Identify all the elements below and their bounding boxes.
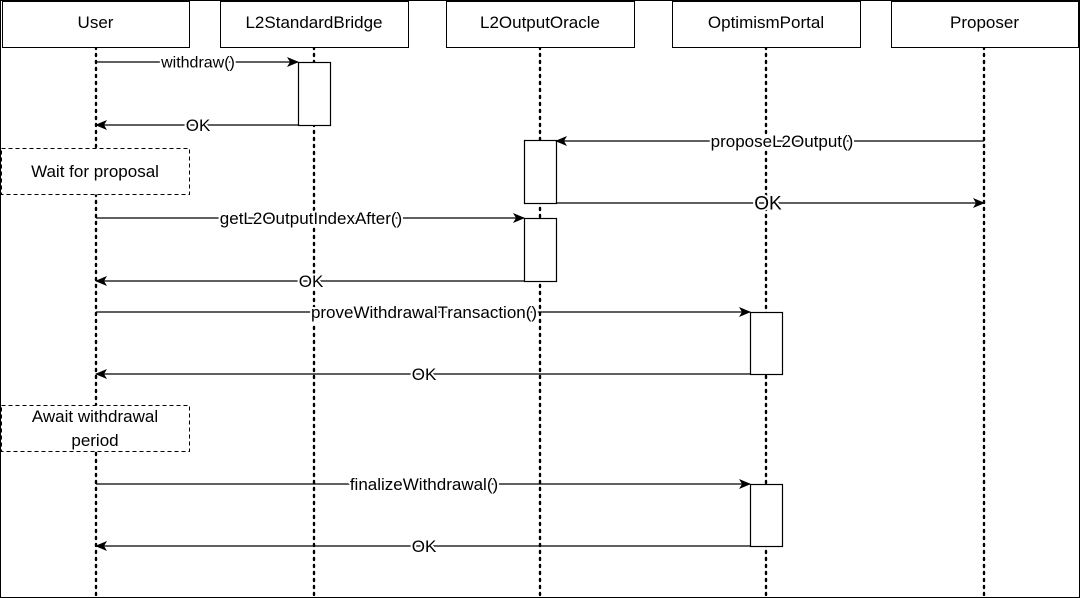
note-text: Wait for proposal — [31, 162, 159, 181]
participant-label: L2StandardBridge — [245, 13, 382, 32]
message-propose-call: proposeL2Output() — [555, 130, 984, 153]
note-text: period — [71, 431, 118, 450]
message-label: withdraw() — [160, 55, 235, 72]
message-label: OK — [186, 116, 211, 135]
activation-box-oracle — [523, 217, 558, 283]
participant-portal[interactable]: OptimismPortal — [672, 1, 861, 48]
message-label: finalizeWithdrawal() — [350, 475, 498, 494]
participant-user[interactable]: User — [2, 1, 190, 48]
message-label: getL2OutputIndexAfter() — [220, 209, 402, 228]
message-prove-call: proveWithdrawalTransaction() — [96, 301, 751, 324]
message-label: OK — [412, 365, 437, 384]
participant-label: User — [78, 13, 114, 32]
message-withdraw-call: withdraw() — [96, 53, 299, 74]
note-text: Await withdrawal — [32, 407, 158, 426]
participant-label: L2OutputOracle — [480, 13, 600, 32]
participant-box — [446, 1, 635, 48]
message-finalize-call: finalizeWithdrawal() — [96, 473, 751, 496]
participant-box — [2, 1, 190, 48]
note-wait-proposal: Wait for proposal — [1, 148, 190, 195]
message-label: OK — [299, 272, 324, 291]
message-getindex-return: OK — [95, 270, 524, 293]
activation-box-portal — [749, 483, 784, 548]
note-box — [1, 405, 190, 452]
activation-box-bridge — [297, 61, 332, 127]
activation-box-oracle — [523, 139, 558, 205]
message-label: proposeL2Output() — [711, 132, 854, 151]
participant-oracle[interactable]: L2OutputOracle — [446, 1, 635, 48]
activation-box-portal — [749, 311, 784, 376]
note-await-period: Await withdrawal period — [1, 405, 190, 452]
participant-box — [672, 1, 861, 48]
message-getindex-call: getL2OutputIndexAfter() — [96, 207, 525, 230]
message-label: OK — [754, 194, 782, 215]
message-withdraw-return: OK — [95, 114, 298, 137]
message-propose-return: OK — [556, 192, 985, 217]
participant-bridge[interactable]: L2StandardBridge — [220, 1, 409, 48]
message-finalize-return: OK — [95, 535, 750, 558]
message-prove-return: OK — [95, 363, 750, 386]
participant-label: OptimismPortal — [708, 13, 824, 32]
message-label: OK — [412, 537, 437, 556]
message-label: proveWithdrawalTransaction() — [311, 303, 537, 322]
participant-box — [891, 1, 1079, 48]
note-box — [1, 148, 190, 195]
participant-box — [220, 1, 409, 48]
participant-proposer[interactable]: Proposer — [891, 1, 1079, 48]
participant-label: Proposer — [950, 13, 1019, 32]
